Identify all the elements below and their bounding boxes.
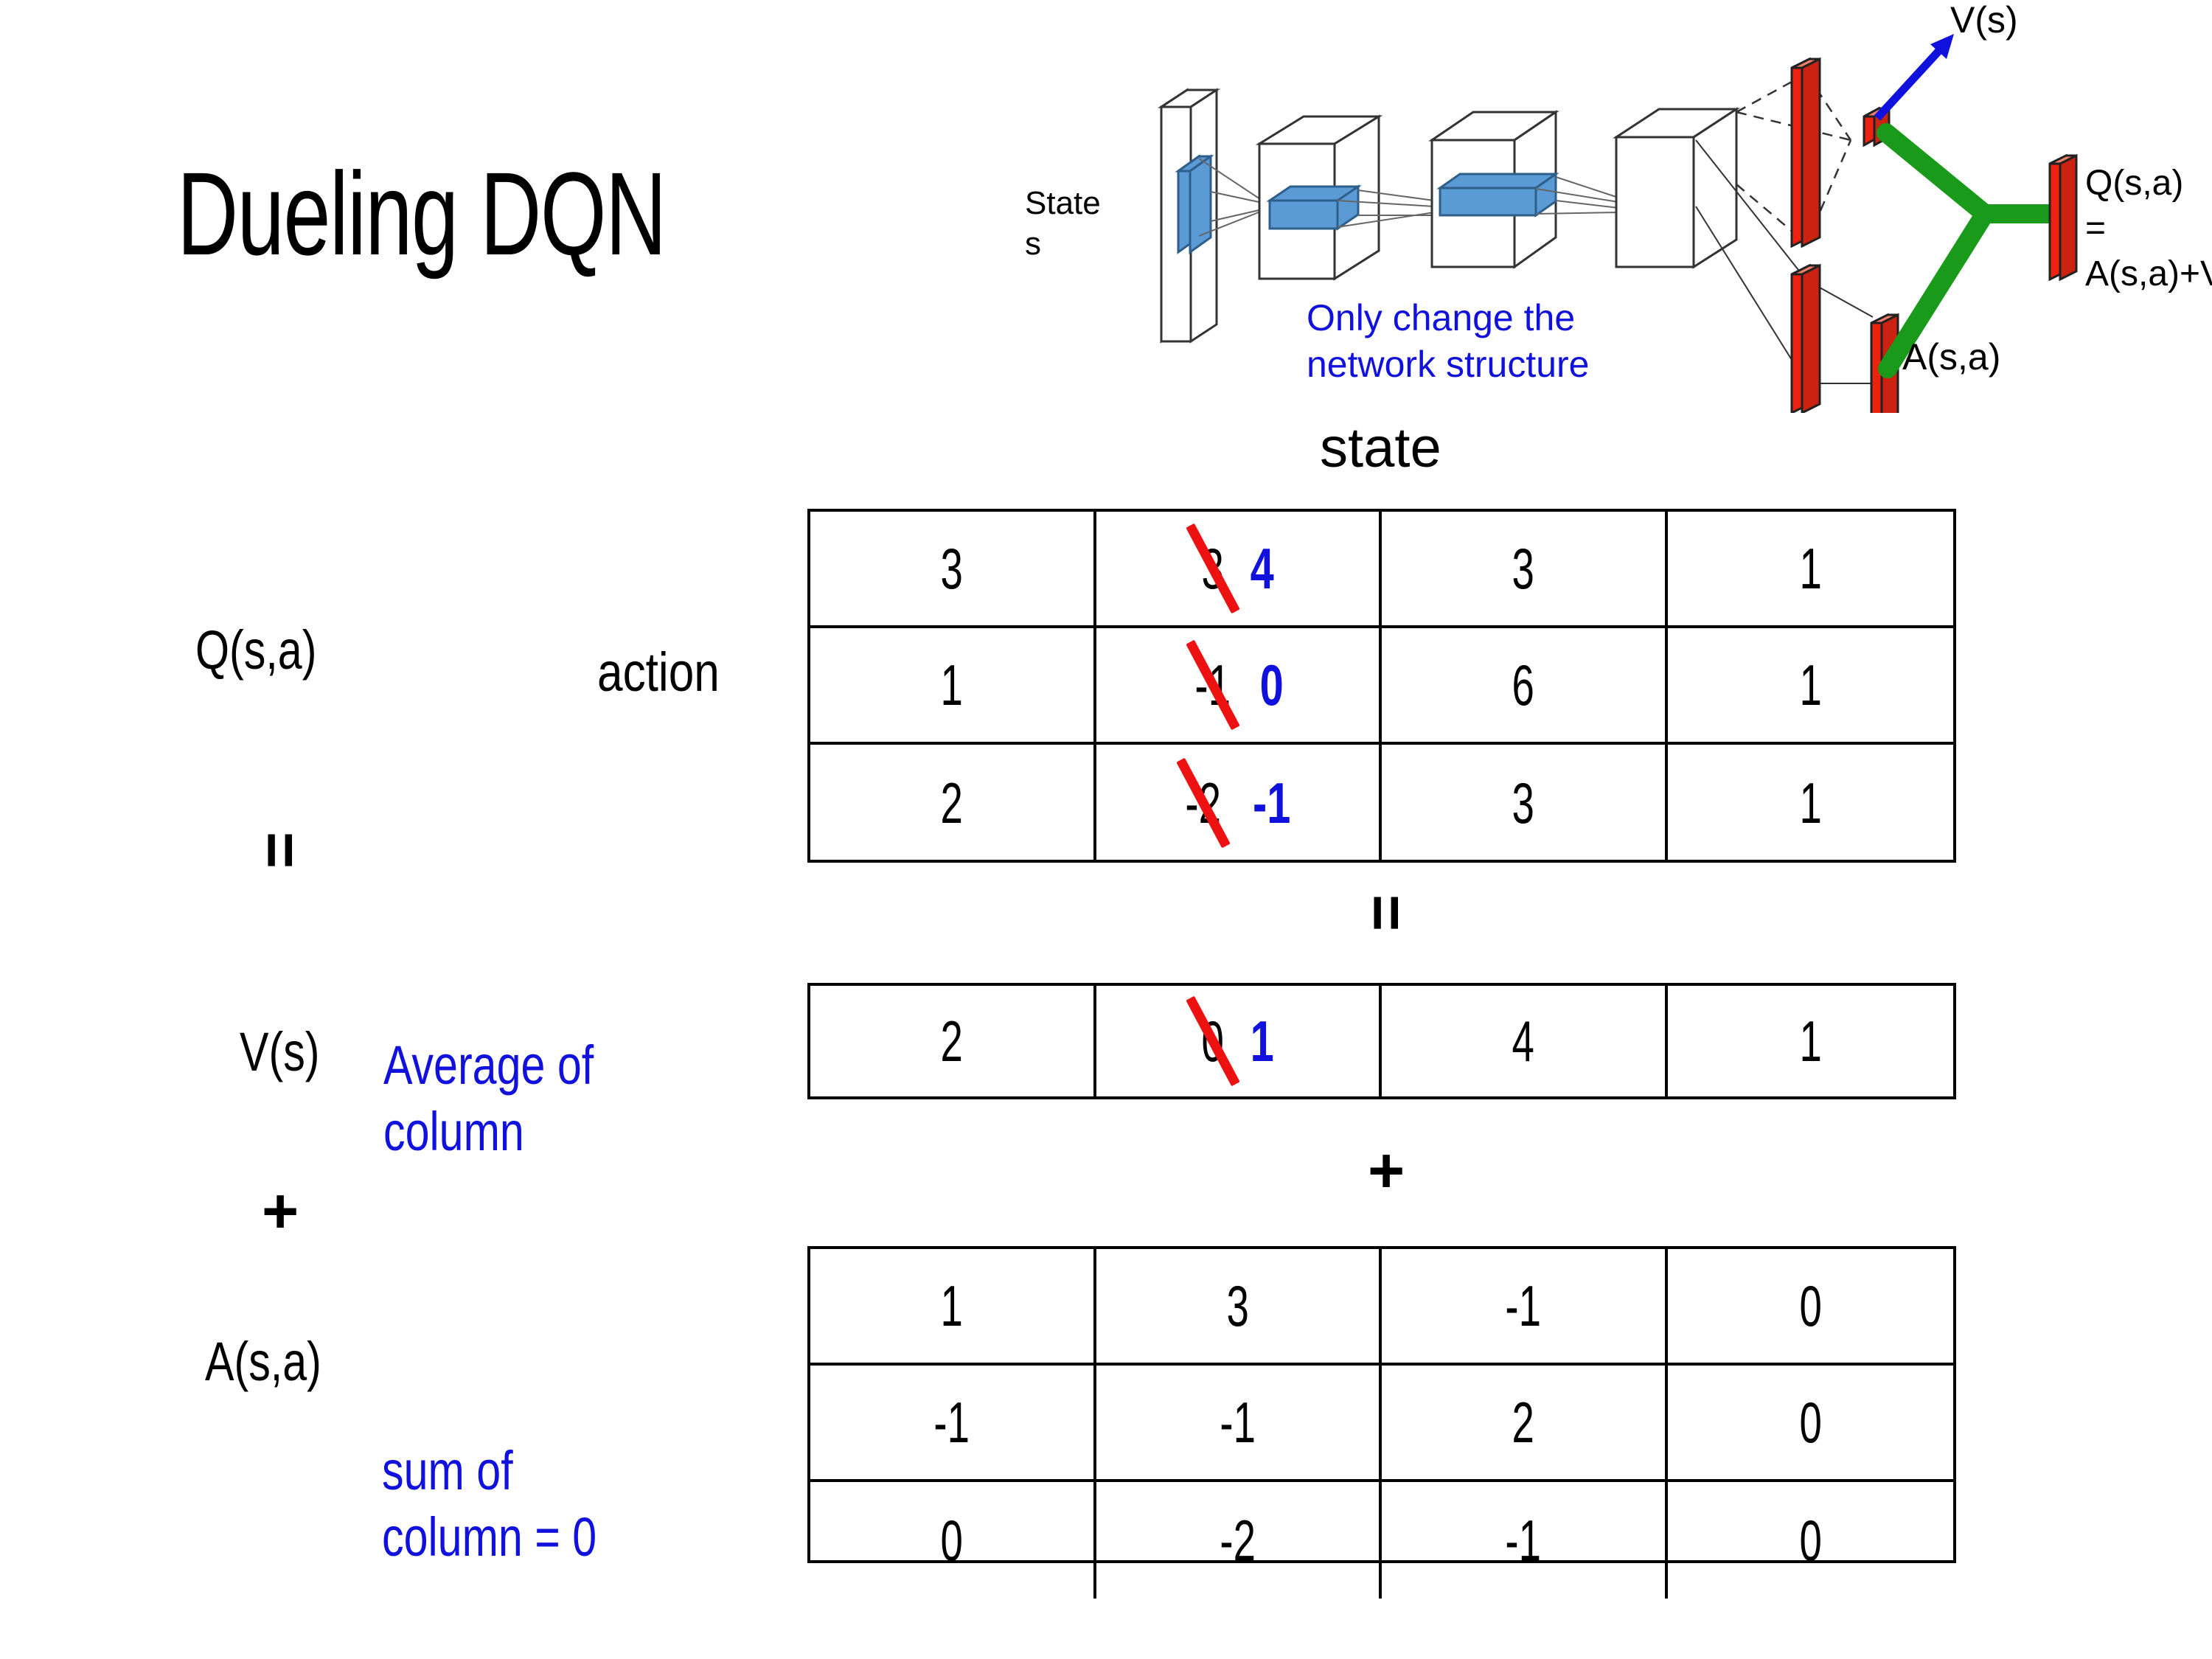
- table-cell: 1: [1668, 986, 1954, 1096]
- cell-value: 0: [1799, 1508, 1822, 1573]
- cell-value: 3: [1512, 536, 1534, 601]
- cell-value: 1: [1799, 653, 1822, 717]
- page-title: Dueling DQN: [177, 147, 667, 279]
- table-cell: 1: [1667, 628, 1953, 745]
- struck-value: -1: [1185, 639, 1240, 731]
- plus-operator-mid: +: [1368, 1135, 1405, 1206]
- cell-value: 3: [1512, 771, 1534, 835]
- table-cell: -1 0: [1096, 628, 1382, 745]
- struck-value: 0: [1185, 995, 1240, 1087]
- cell-value: 1: [940, 653, 963, 717]
- cell-value: 0: [1799, 1273, 1822, 1338]
- diagram-input-label-line1: State: [1025, 185, 1101, 221]
- cell-value: -2: [1219, 1508, 1256, 1573]
- diagram-input-label-line2: s: [1025, 226, 1041, 262]
- cell-value: 1: [940, 1273, 963, 1338]
- table-cell: 4: [1382, 986, 1668, 1096]
- struck-value: 3: [1185, 523, 1240, 614]
- cell-value: 0: [940, 1508, 963, 1573]
- q-table-label: Q(s,a): [195, 619, 317, 681]
- diagram-q-output-label: Q(s,a) = A(s,a)+V(s): [2085, 161, 2212, 296]
- table-cell: 3: [1382, 512, 1668, 628]
- equals-operator-q-v: =: [245, 831, 316, 869]
- state-axis-label: state: [1320, 417, 1441, 479]
- cell-value: -1: [1505, 1508, 1542, 1573]
- table-cell: 1: [1667, 512, 1953, 628]
- v-table-label: V(s): [240, 1021, 320, 1082]
- v-note: Average of column: [383, 1034, 594, 1163]
- equals-operator-mid: =: [1351, 894, 1422, 932]
- table-cell: 0: [810, 1482, 1096, 1599]
- table-cell: 0: [1667, 1249, 1953, 1366]
- action-axis-label: action: [597, 641, 720, 703]
- table-cell: -1: [810, 1366, 1096, 1482]
- diagram-q-output-line1: Q(s,a): [2085, 164, 2184, 203]
- diagram-input-label: State s: [1025, 183, 1101, 264]
- table-cell: 3: [810, 512, 1096, 628]
- table-cell: 1: [1668, 745, 1954, 861]
- table-cell: 1: [810, 628, 1096, 745]
- dueling-network-diagram: State s Only change the network structur…: [1025, 0, 2212, 413]
- a-table: 1 3 -1 0 -1 -1 2 0 0 -2 -1 0: [807, 1246, 1956, 1599]
- table-cell: 6: [1382, 628, 1668, 745]
- cell-value: 0: [1799, 1390, 1822, 1455]
- table-cell: 3: [1096, 1249, 1382, 1366]
- cell-value: -1: [1219, 1390, 1256, 1455]
- struck-value: -2: [1175, 757, 1231, 849]
- diagram-note: Only change the network structure: [1307, 297, 1590, 385]
- table-cell: 2: [810, 986, 1096, 1096]
- cell-value: 4: [1512, 1009, 1534, 1074]
- cell-value: -1: [1505, 1273, 1542, 1338]
- table-cell: 3: [1382, 745, 1668, 861]
- table-cell: 0: [1667, 1366, 1953, 1482]
- plus-operator-v-a: +: [262, 1176, 299, 1247]
- table-cell: -2 -1: [1096, 745, 1382, 861]
- cell-value: 3: [940, 536, 963, 601]
- table-cell: 0: [1668, 1482, 1954, 1599]
- cell-value: 3: [1226, 1273, 1249, 1338]
- table-cell: -2: [1096, 1482, 1382, 1599]
- a-note: sum of column = 0: [382, 1440, 597, 1568]
- diagram-q-output-line2: = A(s,a)+V(s): [2085, 209, 2212, 293]
- diagram-advantage-output-label: A(s,a): [1902, 336, 2001, 378]
- corrected-value: 1: [1250, 1009, 1274, 1074]
- cell-value: -1: [933, 1390, 970, 1455]
- diagram-value-output-label: V(s): [1950, 0, 2018, 41]
- cell-value: 1: [1799, 1009, 1822, 1074]
- cell-value: 2: [940, 771, 963, 835]
- cell-value: 6: [1512, 653, 1534, 717]
- table-cell: -1: [1096, 1366, 1382, 1482]
- corrected-value: 0: [1259, 653, 1284, 717]
- cell-value: 2: [1512, 1390, 1534, 1455]
- cell-value: 1: [1799, 771, 1822, 835]
- table-cell: 2: [810, 745, 1096, 861]
- corrected-value: 4: [1250, 536, 1274, 601]
- table-cell: -1: [1382, 1249, 1668, 1366]
- cell-value: 1: [1799, 536, 1822, 601]
- table-cell: -1: [1382, 1482, 1668, 1599]
- cell-value: 2: [940, 1009, 963, 1074]
- table-cell: 1: [810, 1249, 1096, 1366]
- corrected-value: -1: [1253, 771, 1291, 835]
- a-table-label: A(s,a): [205, 1331, 321, 1392]
- table-cell: 2: [1382, 1366, 1668, 1482]
